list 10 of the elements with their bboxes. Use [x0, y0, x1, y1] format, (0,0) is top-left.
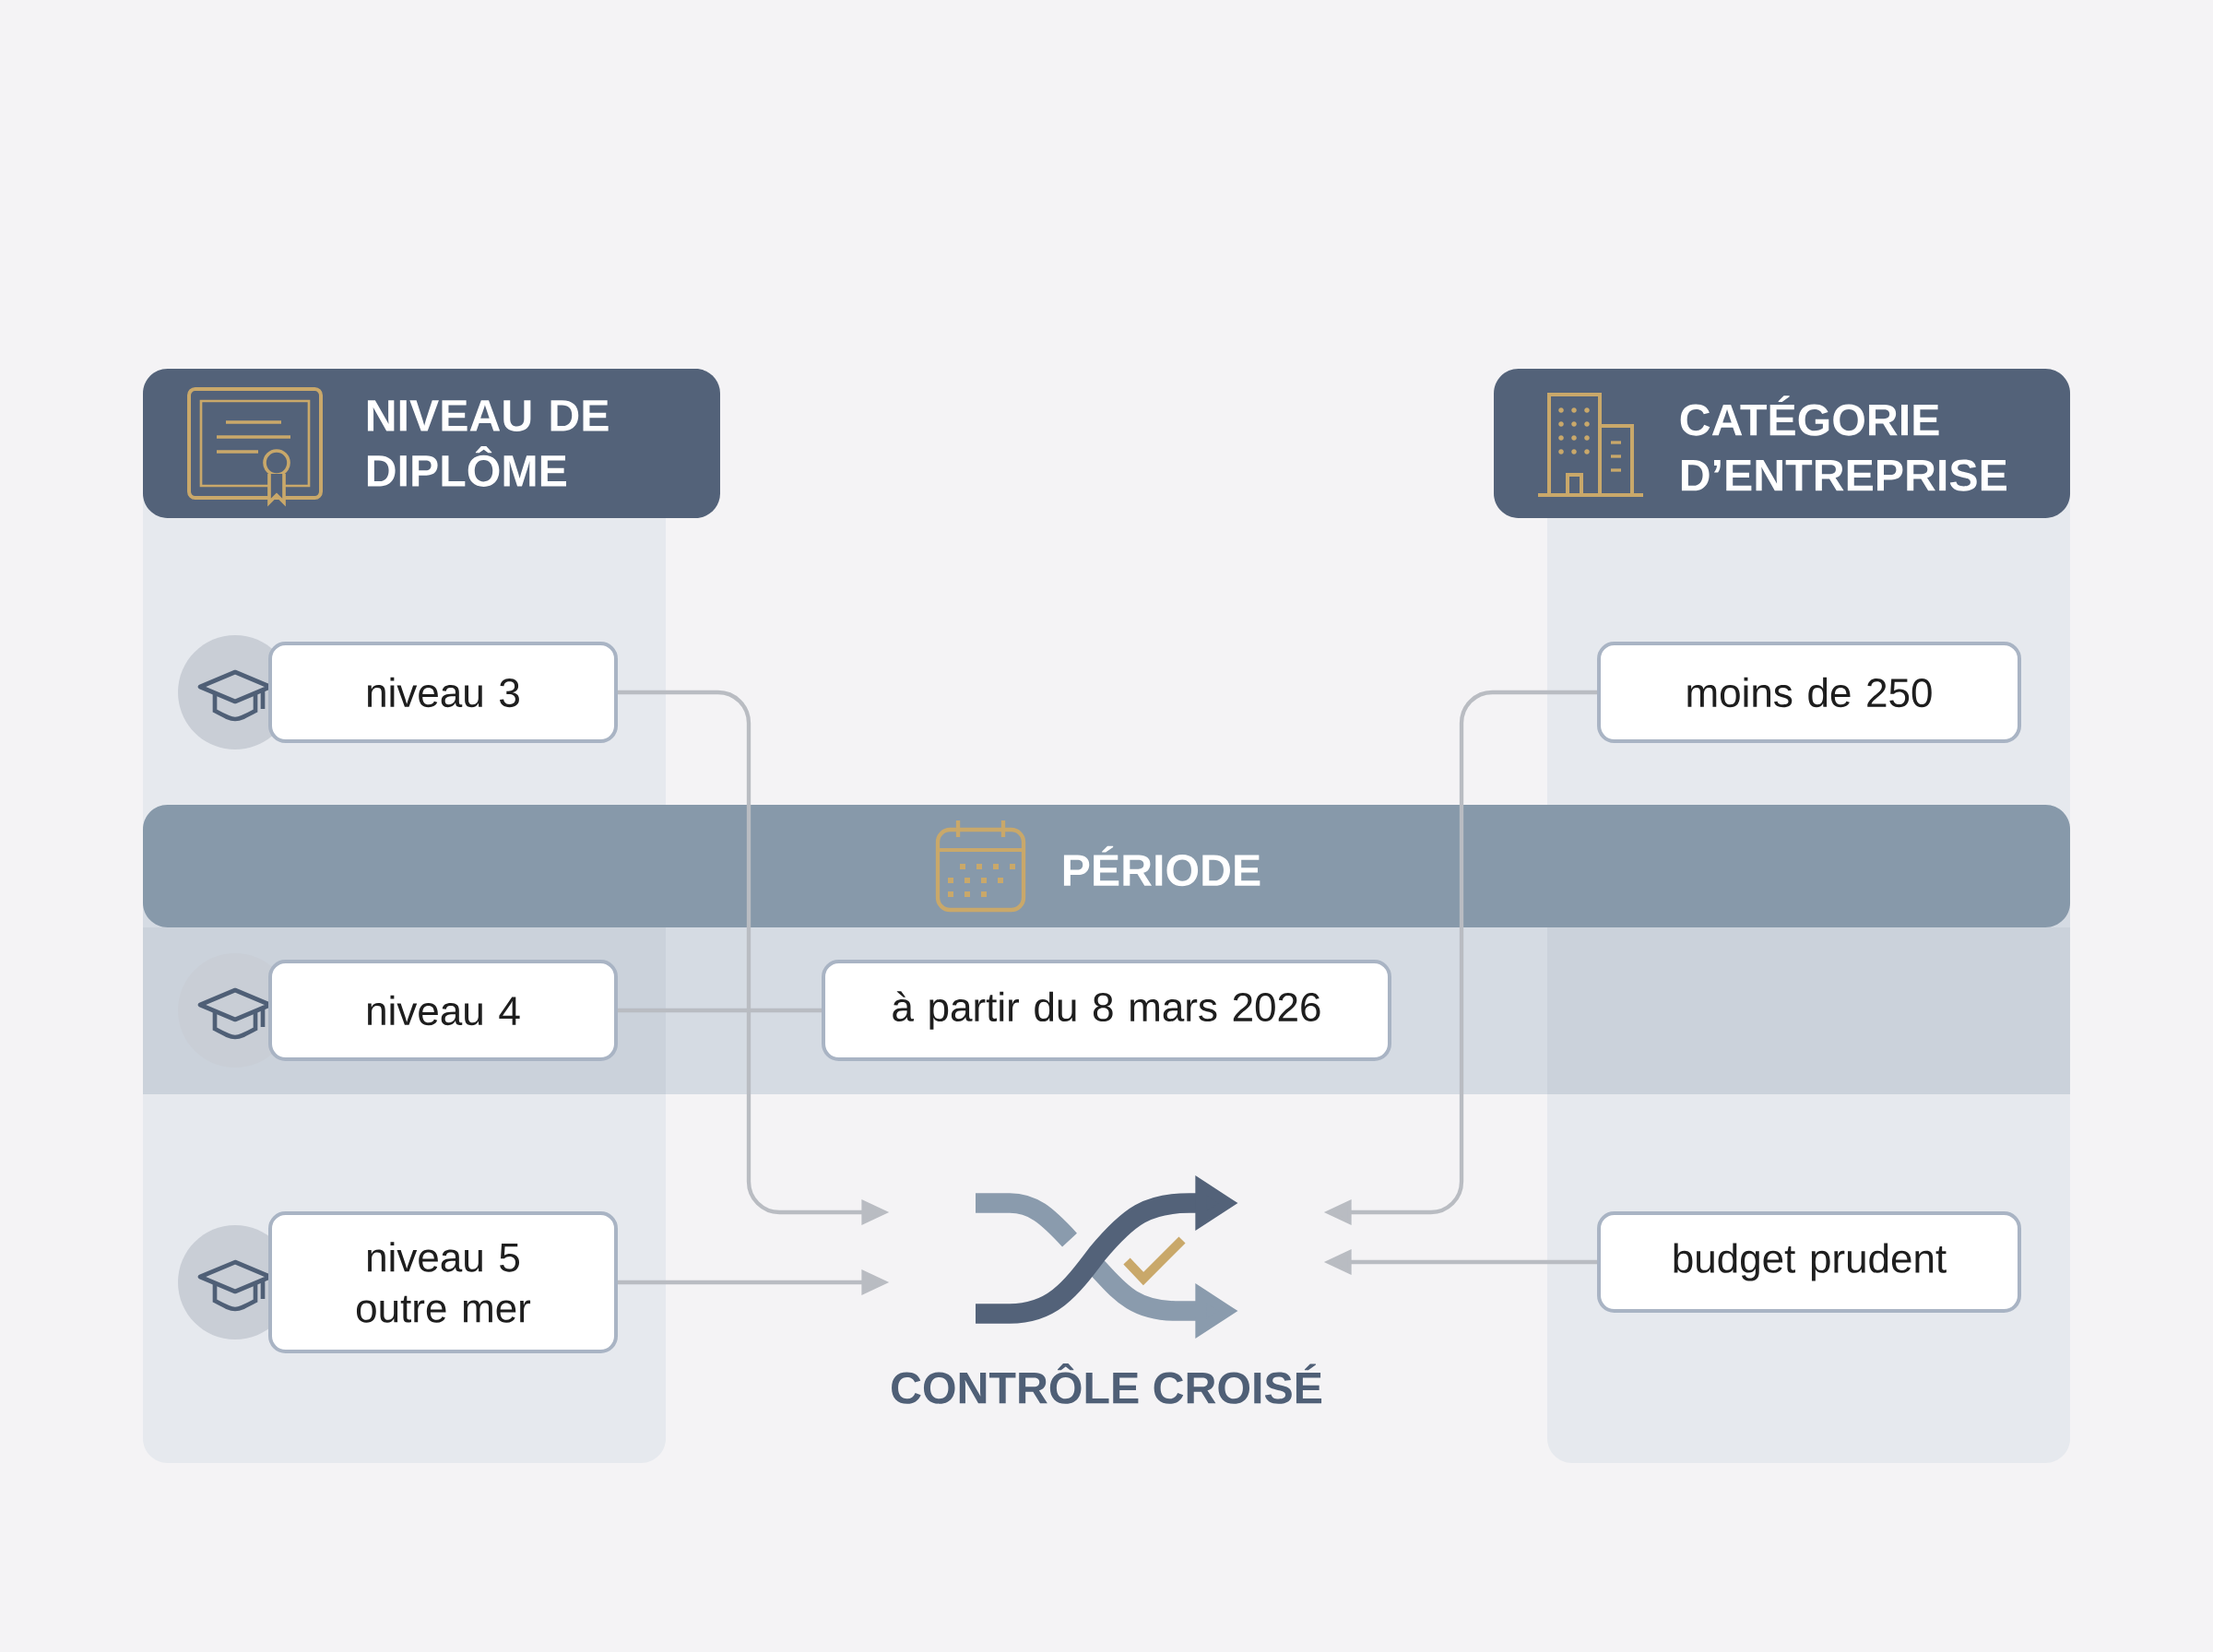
date-box: à partir du 8 mars 2026 — [822, 960, 1391, 1061]
criterion-box: moins de 250 — [1597, 642, 2021, 743]
column-header: NIVEAU DE DIPLÔME — [143, 369, 720, 518]
column-header: CATÉGORIE D’ENTREPRISE — [1494, 369, 2070, 518]
criterion-box: niveau 5 outre mer — [268, 1211, 618, 1353]
criterion-box: budget prudent — [1597, 1211, 2021, 1313]
band-header: PÉRIODE — [143, 805, 2070, 927]
criterion-box: niveau 4 — [268, 960, 618, 1061]
icon-caption: CONTRÔLE CROISÉ — [892, 1363, 1322, 1404]
criterion-box: niveau 3 — [268, 642, 618, 743]
